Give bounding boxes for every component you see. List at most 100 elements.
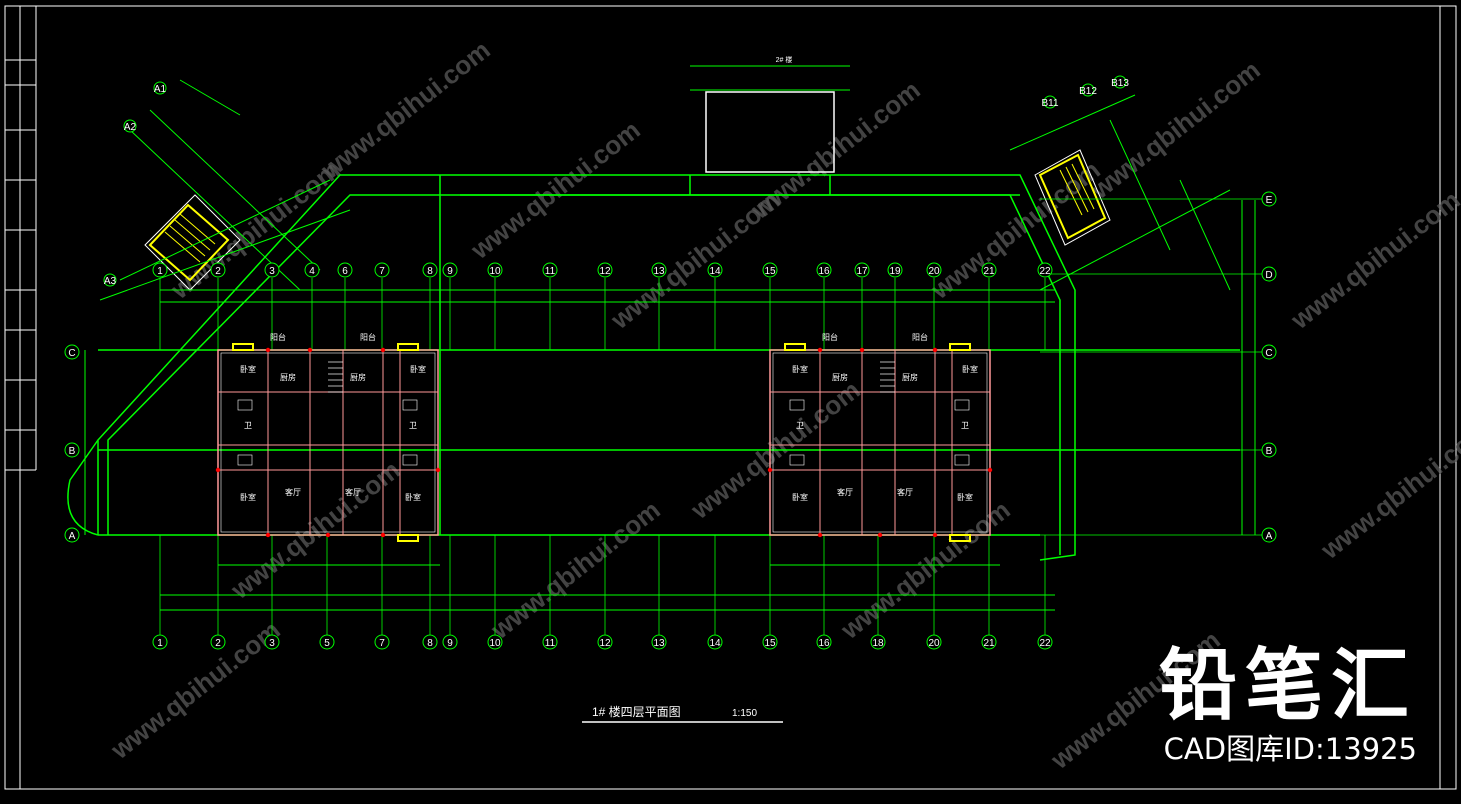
title-block-ticks (5, 59, 36, 471)
room-label: 卫 (244, 421, 252, 430)
axis-bubble (1043, 95, 1057, 109)
axis-bubble (926, 262, 942, 278)
room-label: 卧室 (962, 364, 978, 374)
room-label: 卧室 (410, 364, 426, 374)
axis-bubble (264, 634, 280, 650)
axis-label: 17 (856, 266, 868, 277)
axis-label: A (69, 531, 76, 542)
room-label: 阳台 (360, 332, 376, 342)
brand-watermark: 铅笔汇 CAD图库ID:13925 (1017, 640, 1417, 766)
axis-label: 14 (709, 266, 721, 277)
axis-label: A1 (154, 84, 167, 95)
room-label: 厨房 (832, 372, 848, 382)
axis-bubble (442, 634, 458, 650)
axis-label: 4 (309, 266, 315, 277)
axis-bubble (981, 262, 997, 278)
drawing-title: 1# 楼四层平面图 (592, 704, 681, 719)
axis-bubble (422, 262, 438, 278)
axis-bubble (1081, 83, 1095, 97)
axis-label: C (68, 348, 75, 359)
axis-bubble (1261, 344, 1277, 360)
axis-label: 7 (379, 266, 385, 277)
axis-bubble (1037, 634, 1053, 650)
axis-label: 12 (599, 638, 611, 649)
axis-label: B13 (1111, 78, 1129, 89)
axis-bubble (816, 634, 832, 650)
axis-bubble (981, 634, 997, 650)
axis-label: 18 (872, 638, 884, 649)
brand-name: 铅笔汇 (1158, 641, 1417, 731)
axis-label: C (1265, 348, 1272, 359)
drawing-scale: 1:150 (732, 708, 757, 719)
axis-bubble (762, 634, 778, 650)
axis-label: 3 (269, 266, 275, 277)
room-label: 厨房 (902, 372, 918, 382)
axis-label: 13 (653, 266, 665, 277)
axis-bubble (651, 262, 667, 278)
room-label: 卧室 (957, 492, 973, 502)
axis-label: 9 (447, 638, 453, 649)
axis-label: 14 (709, 638, 721, 649)
axis-label: 8 (427, 638, 433, 649)
axis-label: A3 (104, 276, 117, 287)
axis-label: B12 (1079, 86, 1097, 97)
watermark-text: www.qbihui.com (464, 115, 645, 266)
axis-bubble (304, 262, 320, 278)
axis-bubble (870, 634, 886, 650)
inner-frame (19, 5, 1441, 790)
axis-label: 10 (489, 266, 501, 277)
axis-bubble (442, 262, 458, 278)
axis-bubble (707, 262, 723, 278)
room-label: 卧室 (792, 492, 808, 502)
axis-bubble (103, 273, 117, 287)
room-label: 卫 (961, 421, 969, 430)
axis-bubble (887, 262, 903, 278)
room-label: 客厅 (345, 487, 361, 497)
axis-label: 5 (324, 638, 330, 649)
axis-bubble (264, 262, 280, 278)
axis-bubble (542, 634, 558, 650)
axis-label: B (69, 446, 76, 457)
room-label: 客厅 (285, 487, 301, 497)
axis-label: 20 (928, 266, 940, 277)
axis-label: 6 (342, 266, 348, 277)
axis-bubble (374, 634, 390, 650)
axis-label: 3 (269, 638, 275, 649)
axis-label: 8 (427, 266, 433, 277)
axis-bubble (487, 262, 503, 278)
axis-label: 1 (157, 638, 163, 649)
axis-bubble (422, 634, 438, 650)
axis-bubble (152, 634, 168, 650)
unit-plan-right: 卧室卧室阳台阳台厨房厨房卫卫客厅客厅卧室卧室 (767, 332, 993, 542)
room-label: 阳台 (912, 332, 928, 342)
dimension-lines (84, 200, 1256, 611)
room-label: 阳台 (822, 332, 838, 342)
axis-label: 21 (983, 266, 995, 277)
axis-label: 20 (928, 638, 940, 649)
axis-label: 15 (764, 638, 776, 649)
room-label: 卫 (409, 421, 417, 430)
axis-bubble (854, 262, 870, 278)
room-label: 卫 (796, 421, 804, 430)
axis-bubble (1037, 262, 1053, 278)
watermark-text: www.qbihui.com (104, 615, 285, 766)
axis-bubble (337, 262, 353, 278)
annex-building (690, 65, 850, 173)
axis-label: B11 (1041, 98, 1058, 109)
axis-bubble (597, 262, 613, 278)
axis-label: 11 (545, 266, 556, 277)
axis-bubble (1261, 191, 1277, 207)
axis-label: 15 (764, 266, 776, 277)
axis-label: 10 (489, 638, 501, 649)
axis-bubble (487, 634, 503, 650)
axis-bubble (319, 634, 335, 650)
axis-label: 1 (157, 266, 163, 277)
axis-label: 22 (1039, 638, 1051, 649)
axis-bubble (1261, 442, 1277, 458)
axis-bubble (926, 634, 942, 650)
room-label: 客厅 (837, 487, 853, 497)
axis-label: 7 (379, 638, 385, 649)
unit-plan-left: 卧室卧室阳台阳台厨房厨房卫卫客厅客厅卧室卧室 (215, 332, 441, 542)
axis-bubble (762, 262, 778, 278)
